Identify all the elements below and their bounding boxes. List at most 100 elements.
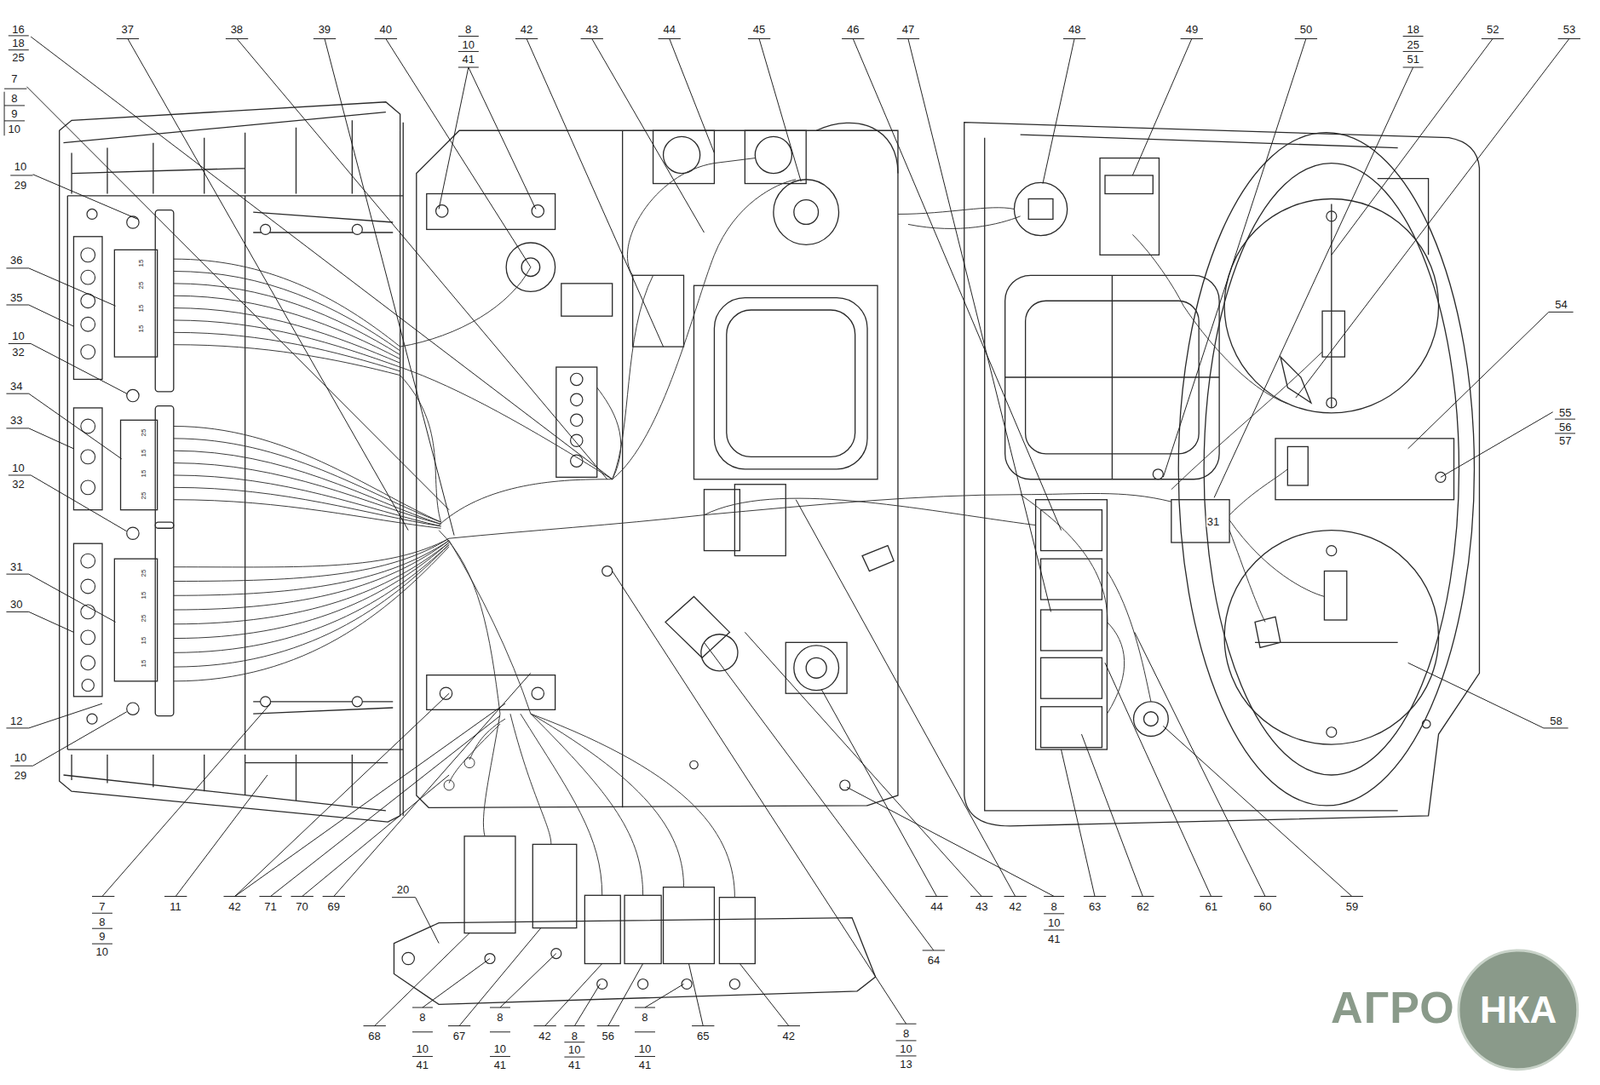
wire (448, 515, 704, 540)
wire (530, 713, 735, 898)
screw (690, 760, 699, 770)
callout-number: 44 (929, 900, 944, 912)
screw (86, 205, 1446, 990)
callout-number: 39 (317, 23, 332, 35)
callout-number: 10 (13, 751, 28, 763)
leader-line (5, 428, 74, 449)
cab-roof-panel (1105, 175, 1153, 195)
callout-number: 10 (95, 946, 110, 958)
pin-number: 25 (140, 428, 148, 437)
wire (173, 158, 1325, 898)
mounting-plate (794, 645, 840, 691)
leader-line (1408, 311, 1574, 449)
leader-line (489, 954, 557, 1058)
logo-text: НКА (1479, 991, 1557, 1030)
callout-number: 20 (396, 884, 410, 896)
callout-number: 41 (461, 53, 476, 65)
callout-number: 13 (898, 1058, 913, 1071)
indicator-icon (80, 316, 96, 332)
callout-number: 9 (97, 931, 106, 943)
callout-number: 10 (567, 1044, 582, 1056)
panel-outline (114, 558, 157, 682)
pin-number: 15 (140, 659, 148, 668)
callout-number: 8 (640, 1012, 649, 1024)
callout-number: 70 (294, 900, 309, 912)
mounting-plate (713, 298, 868, 470)
leader-line (658, 39, 715, 154)
leader-line (515, 39, 664, 348)
leader-line (688, 964, 714, 1027)
wire (173, 308, 401, 364)
callout-number: 9 (10, 107, 18, 119)
callout-number: 43 (974, 900, 989, 912)
leader-line (744, 632, 993, 897)
leader-line (374, 39, 531, 268)
screw (570, 373, 583, 386)
pin-number: 15 (140, 469, 148, 478)
callout-number: 10 (493, 1043, 507, 1055)
callout-number: 61 (1203, 900, 1218, 912)
indicator-icon (80, 553, 96, 569)
leader-line (5, 574, 116, 622)
callout-number: 10 (13, 161, 28, 173)
mounting-plate (426, 194, 556, 231)
wire (443, 780, 455, 791)
callout-number: 68 (367, 1030, 381, 1042)
cab-roof-panel (984, 134, 1399, 812)
callout-number: 37 (120, 23, 134, 35)
callout-number: 33 (9, 414, 24, 426)
leader-line (92, 703, 271, 944)
leader-line (5, 393, 121, 460)
relay-bracket (719, 897, 755, 965)
leader-line (897, 39, 1052, 613)
wire (173, 345, 401, 376)
indicator-icon (80, 270, 96, 285)
callout-number: 49 (1185, 23, 1199, 35)
indicator-icon (80, 449, 96, 465)
callout-number: 38 (230, 23, 244, 35)
cab-roof-panel (1203, 163, 1459, 776)
callout-number: 35 (9, 291, 24, 303)
callout-number: 42 (1007, 900, 1022, 912)
leader-line (225, 39, 608, 480)
cab-roof-panel (1041, 558, 1103, 600)
screw (126, 702, 139, 715)
leader-line (8, 35, 613, 480)
leader-line (5, 268, 116, 306)
cab-roof-panel (1144, 712, 1159, 727)
screw (86, 208, 98, 219)
mounting-plate (773, 179, 840, 246)
callout-number: 58 (1548, 714, 1563, 726)
callout-number: 10 (7, 122, 22, 134)
leader-line (739, 964, 800, 1027)
panel-outline (67, 122, 403, 817)
mounting-plate (561, 283, 613, 317)
cab-roof-panel (1041, 610, 1103, 651)
mounting-plate (416, 130, 898, 808)
callout-number: 42 (537, 1030, 552, 1042)
callout-number: 8 (418, 1012, 426, 1024)
callout-number: 8 (10, 92, 18, 104)
wire (597, 387, 622, 480)
callout-number: 57 (1558, 435, 1572, 447)
leader-line (1214, 36, 1423, 499)
panel-outline (120, 420, 158, 510)
callout-number: 59 (1345, 900, 1359, 912)
callout-number: 41 (567, 1059, 582, 1071)
wire (1229, 520, 1324, 598)
wire (173, 332, 401, 372)
wire (530, 713, 685, 888)
wire (173, 487, 442, 527)
panel-outline (59, 102, 401, 823)
callout-number: 10 (415, 1043, 430, 1055)
leader-line (581, 39, 705, 234)
callout-number: 8 (495, 1012, 504, 1024)
indicator-icon (80, 345, 96, 360)
mounting-plate (665, 596, 730, 658)
mounting-plate (521, 258, 541, 277)
wire (173, 541, 449, 611)
logo-word: АГРО (1329, 985, 1456, 1031)
callout-number: 29 (13, 178, 28, 190)
